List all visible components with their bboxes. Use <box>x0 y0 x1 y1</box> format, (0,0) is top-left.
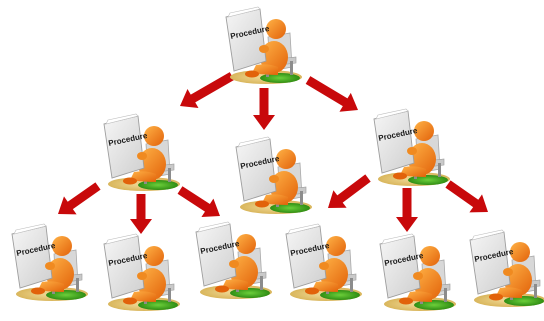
person-reading-book-icon <box>285 223 363 302</box>
level2-procedure-node: Procedure <box>235 136 313 215</box>
person-reading-book-icon <box>235 136 313 215</box>
level3-procedure-node: Procedure <box>103 233 181 312</box>
root-procedure-node: Procedure <box>225 6 303 85</box>
level3-procedure-node: Procedure <box>195 221 273 300</box>
connector-arrow <box>177 186 220 218</box>
person-reading-book-icon <box>103 113 181 192</box>
level3-procedure-node: Procedure <box>379 233 457 312</box>
connector-arrow <box>445 180 488 213</box>
connector-arrow <box>328 174 371 208</box>
person-reading-book-icon <box>225 6 303 85</box>
person-reading-book-icon <box>195 221 273 300</box>
person-reading-book-icon <box>373 108 451 187</box>
level3-procedure-node: Procedure <box>469 229 544 308</box>
level2-procedure-node: Procedure <box>373 108 451 187</box>
person-reading-book-icon <box>11 223 89 302</box>
person-reading-book-icon <box>103 233 181 312</box>
connector-arrow <box>253 88 275 130</box>
person-reading-book-icon <box>469 229 544 308</box>
connector-arrow <box>396 188 418 232</box>
level3-procedure-node: Procedure <box>11 223 89 302</box>
connector-arrow <box>180 72 235 109</box>
connector-arrow <box>58 182 101 215</box>
level3-procedure-node: Procedure <box>285 223 363 302</box>
person-reading-book-icon <box>379 233 457 312</box>
level2-procedure-node: Procedure <box>103 113 181 192</box>
connector-arrow <box>130 194 152 234</box>
procedure-nodes: ProcedureProcedureProcedureProcedureProc… <box>11 6 544 312</box>
connector-arrow <box>305 76 358 112</box>
